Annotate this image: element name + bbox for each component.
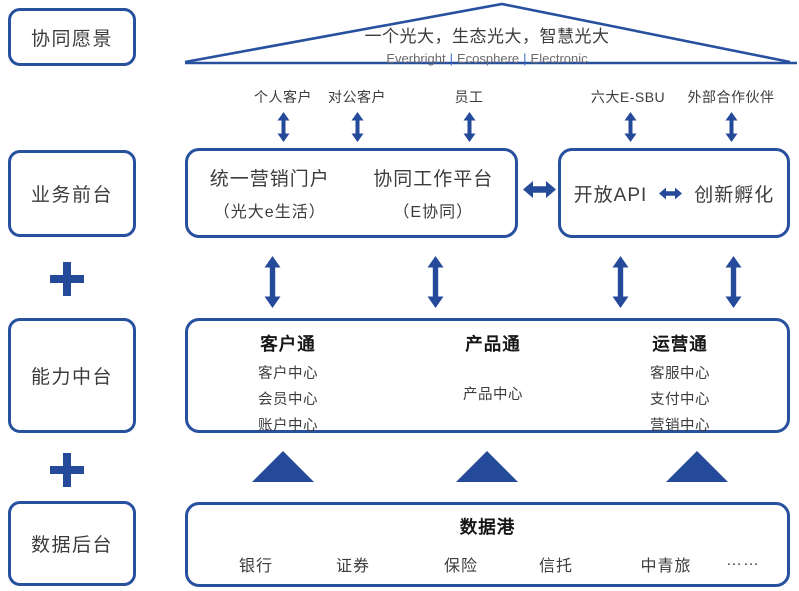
up-down-arrow-icon: [725, 256, 742, 308]
rail-label-front-office: 业务前台: [30, 185, 113, 206]
marketing-portal-title: 统一营销门户: [209, 169, 330, 190]
vision-title-en: Everbright|Ecosphere|Electronic: [297, 51, 677, 66]
open-api-incubation-box: 开放API 创新孵化: [558, 148, 790, 238]
marketing-center: 营销中心: [650, 418, 710, 434]
stakeholder-corporate-customers: 对公客户: [328, 89, 386, 105]
up-triangle-icon: [456, 451, 518, 482]
vision-title-cn: 一个光大，生态光大，智慧光大: [364, 27, 610, 46]
data-port-box: 数据港 银行 证券 保险 信托 中青旅 ……: [185, 502, 790, 587]
up-down-arrow-icon: [612, 256, 629, 308]
data-source-insurance: 保险: [443, 558, 479, 575]
pipe-separator: |: [523, 51, 527, 66]
data-source-securities: 证券: [335, 558, 371, 575]
up-down-arrow-icon: [427, 256, 444, 308]
rail-box-capability-platform: 能力中台: [8, 318, 136, 433]
operations-hub-title: 运营通: [652, 334, 708, 354]
front-office-portals-box: 统一营销门户 （光大e生活） 协同工作平台 （E协同）: [185, 148, 518, 238]
product-hub-column: 产品通 产品中心: [463, 331, 523, 408]
up-triangle-icon: [666, 451, 728, 482]
payment-center: 支付中心: [650, 392, 710, 408]
service-center: 客服中心: [650, 366, 710, 382]
up-down-arrow-icon: [351, 112, 364, 142]
up-down-arrow-icon: [725, 112, 738, 142]
product-hub-title: 产品通: [465, 334, 521, 354]
member-center: 会员中心: [258, 392, 318, 408]
stakeholder-employees: 员工: [454, 89, 484, 105]
rail-box-front-office: 业务前台: [8, 150, 136, 237]
collaboration-platform-title: 协同工作平台: [373, 169, 494, 190]
up-down-arrow-icon: [264, 256, 281, 308]
data-source-cyts: 中青旅: [640, 558, 692, 575]
marketing-portal-column: 统一营销门户 （光大e生活）: [188, 151, 352, 235]
account-center: 账户中心: [258, 418, 318, 434]
innovation-incubation-label: 创新孵化: [694, 184, 775, 206]
vision-statement: 一个光大，生态光大，智慧光大 Everbright|Ecosphere|Elec…: [297, 22, 677, 66]
stakeholder-six-esbu: 六大E-SBU: [590, 89, 666, 105]
rail-label-capability-platform: 能力中台: [30, 367, 113, 388]
customer-hub-column: 客户通 客户中心 会员中心 账户中心: [258, 331, 318, 439]
collaboration-platform-column: 协同工作平台 （E协同）: [352, 151, 516, 235]
rail-box-data-backend: 数据后台: [8, 501, 136, 586]
pipe-separator: |: [449, 51, 453, 66]
rail-label-vision: 协同愿景: [30, 28, 113, 50]
data-port-title: 数据港: [459, 517, 516, 537]
open-api-label: 开放API: [573, 184, 648, 206]
customer-hub-title: 客户通: [260, 334, 316, 354]
data-source-trust: 信托: [538, 558, 574, 575]
rail-label-data-backend: 数据后台: [30, 535, 113, 556]
rail-box-vision: 协同愿景: [8, 8, 136, 66]
marketing-portal-subtitle: （光大e生活）: [213, 204, 326, 221]
collaboration-platform-subtitle: （E协同）: [393, 204, 474, 221]
left-right-arrow-icon: [659, 187, 683, 199]
stakeholder-external-partners: 外部合作伙伴: [687, 89, 775, 105]
product-center: 产品中心: [463, 387, 523, 403]
plus-icon: [50, 453, 84, 487]
operations-hub-column: 运营通 客服中心 支付中心 营销中心: [650, 331, 710, 439]
up-down-arrow-icon: [277, 112, 290, 142]
vision-en-everbright: Everbright: [386, 51, 446, 66]
customer-center: 客户中心: [258, 366, 318, 382]
plus-icon: [50, 262, 84, 296]
roof-outline: [184, 2, 797, 65]
vision-en-electronic: Electronic: [530, 51, 588, 66]
vision-en-ecosphere: Ecosphere: [457, 51, 520, 66]
data-source-ellipsis: ……: [726, 552, 760, 569]
up-down-arrow-icon: [463, 112, 476, 142]
capability-platform-box: 客户通 客户中心 会员中心 账户中心 产品通 产品中心 运营通 客服中心 支付中…: [185, 318, 790, 434]
up-triangle-icon: [252, 451, 314, 482]
stakeholder-personal-customers: 个人客户: [254, 89, 312, 105]
up-down-arrow-icon: [624, 112, 637, 142]
data-source-bank: 银行: [238, 558, 274, 575]
left-right-arrow-icon: [523, 181, 556, 198]
